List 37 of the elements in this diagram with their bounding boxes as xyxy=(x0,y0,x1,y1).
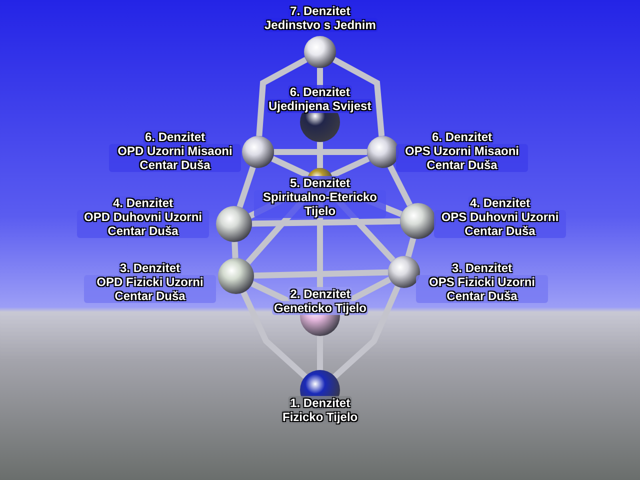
metal-rod xyxy=(405,238,416,258)
density-label: Ujedinjena Svijest xyxy=(266,99,374,113)
metal-rod xyxy=(317,142,323,168)
density-heading: 7. Denzitet xyxy=(288,4,352,18)
density-heading: 6. Denzitet xyxy=(430,130,494,144)
density-label: Spiritualno-Etericko Tijelo xyxy=(254,190,386,218)
density-heading: 3. Denzitet xyxy=(118,261,182,275)
density-heading: 6. Denzitet xyxy=(288,85,352,99)
density-label: OPD Duhovni Uzorni Centar Duša xyxy=(77,210,209,238)
metal-rod xyxy=(240,291,308,379)
metal-rod xyxy=(332,57,385,136)
metal-rod xyxy=(388,164,413,206)
density-heading: 5. Denzitet xyxy=(288,176,352,190)
density-heading: 3. Denzitet xyxy=(450,261,514,275)
metal-rod xyxy=(252,218,400,227)
density-heading: 4. Denzitet xyxy=(468,196,532,210)
density-heading: 1. Denzitet xyxy=(288,396,352,410)
metal-rod xyxy=(332,285,400,379)
metal-rod xyxy=(254,269,388,279)
density-label: Jedinstvo s Jednim xyxy=(262,18,378,32)
density-label: Fizicko Tijelo xyxy=(280,410,360,424)
density-label: OPS Fizicki Uzorni Centar Duša xyxy=(416,275,548,303)
metal-rod xyxy=(271,156,310,178)
metal-rod xyxy=(236,166,256,208)
density-label: OPS Duhovni Uzorni Centar Duša xyxy=(434,210,566,238)
metal-rod xyxy=(256,57,308,136)
metal-rod xyxy=(317,336,323,370)
density-heading: 6. Denzitet xyxy=(142,130,207,144)
density-heading: 4. Denzitet xyxy=(110,196,175,210)
density-label: Geneticko Tijelo xyxy=(272,301,368,315)
density-heading: 2. Denzitet xyxy=(288,287,352,301)
density-label: OPD Uzorni Misaoni Centar Duša xyxy=(109,144,241,172)
density-label: OPS Uzorni Misaoni Centar Duša xyxy=(396,144,528,172)
density-label: OPD Fizicki Uzorni Centar Duša xyxy=(84,275,216,303)
metal-rod xyxy=(274,149,367,155)
metal-rod xyxy=(330,156,370,178)
metal-rod xyxy=(232,242,238,258)
